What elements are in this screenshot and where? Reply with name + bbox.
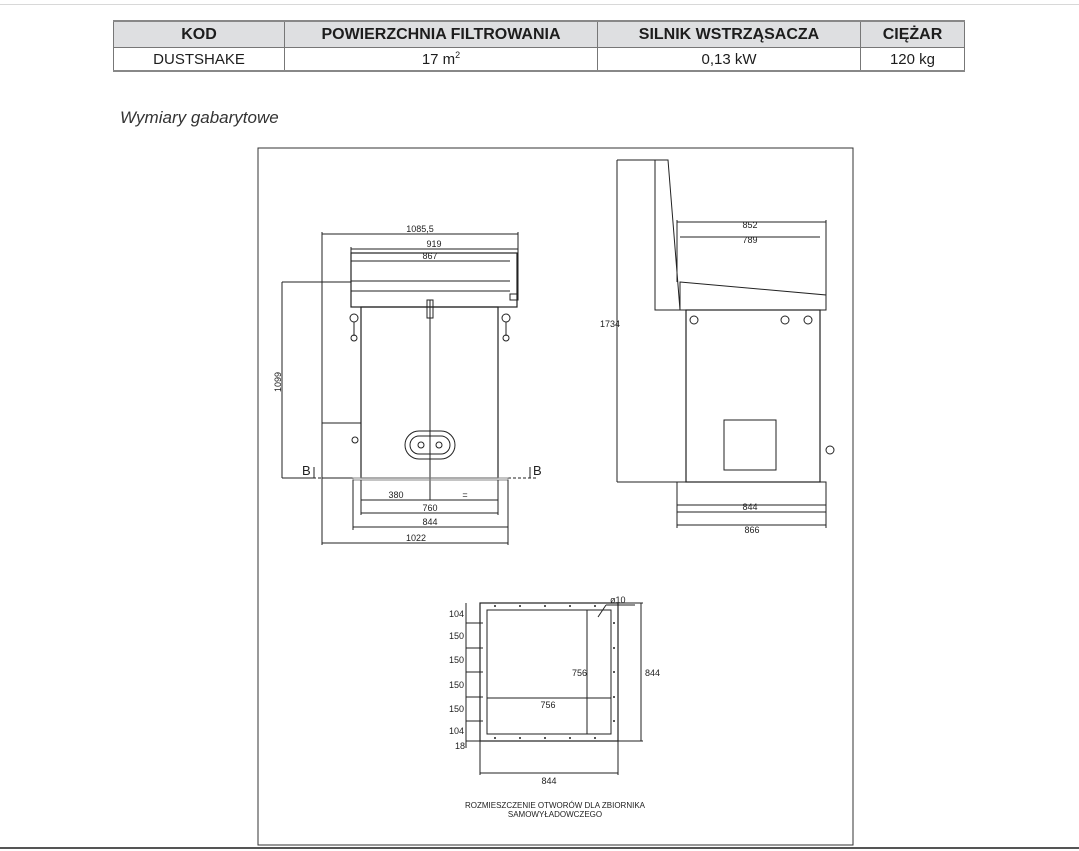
dim-plan-150-3: 150 [449, 680, 464, 690]
dim-front-1022: 1022 [406, 533, 426, 543]
dim-front-844: 844 [422, 517, 437, 527]
dim-plan-18: 18 [455, 741, 465, 751]
dim-plan-inner-height: 756 [572, 668, 587, 678]
plan-view [465, 602, 643, 775]
dim-plan-150-2: 150 [449, 655, 464, 665]
cell-area: 17 m2 [284, 47, 598, 72]
plan-caption-line1: ROZMIESZCZENIE OTWORÓW DLA ZBIORNIKA [465, 801, 646, 810]
cell-motor: 0,13 kW [597, 47, 861, 72]
dim-side-789: 789 [742, 235, 757, 245]
table-header-row: KOD POWIERZCHNIA FILTROWANIA SILNIK WSTR… [113, 20, 965, 48]
dim-side-852: 852 [742, 220, 757, 230]
dim-front-width-total: 1085,5 [406, 224, 434, 234]
dim-front-867: 867 [422, 251, 437, 261]
dim-plan-150-1: 150 [449, 631, 464, 641]
table-row: DUSTSHAKE 17 m2 0,13 kW 120 kg [113, 47, 965, 72]
side-view [616, 159, 835, 528]
header-area: POWIERZCHNIA FILTROWANIA [284, 20, 598, 48]
spec-table: KOD POWIERZCHNIA FILTROWANIA SILNIK WSTR… [113, 20, 965, 72]
area-value: 17 m [421, 51, 456, 68]
dim-front-height: 1099 [273, 372, 283, 392]
drawing-frame [257, 147, 854, 846]
area-unit-exponent: 2 [455, 50, 461, 60]
dim-plan-inner-width: 756 [540, 700, 555, 710]
dim-plan-150-4: 150 [449, 704, 464, 714]
dim-hole-diameter: ø10 [610, 595, 626, 605]
top-divider [0, 4, 1079, 5]
cell-kod: DUSTSHAKE [113, 47, 285, 72]
dim-plan-104-top: 104 [449, 609, 464, 619]
dim-side-844: 844 [742, 502, 757, 512]
header-kod: KOD [113, 20, 285, 48]
dim-plan-outer-width: 844 [541, 776, 556, 786]
dim-plan-outer-height: 844 [645, 668, 660, 678]
dim-front-919: 919 [426, 239, 441, 249]
dim-front-380: 380 [388, 490, 403, 500]
section-mark-left: B [302, 463, 311, 478]
plan-holes [494, 605, 615, 739]
dim-side-height: 1734 [600, 319, 620, 329]
cell-weight: 120 kg [860, 47, 965, 72]
dim-plan-104-bottom: 104 [449, 726, 464, 736]
header-motor: SILNIK WSTRZĄSACZA [597, 20, 861, 48]
header-weight: CIĘŻAR [860, 20, 965, 48]
front-view [281, 232, 538, 545]
dim-side-866: 866 [744, 525, 759, 535]
dim-front-equal: = [462, 490, 467, 500]
section-mark-right: B [533, 463, 542, 478]
dim-front-760: 760 [422, 503, 437, 513]
section-title: Wymiary gabarytowe [120, 108, 279, 127]
plan-caption-line2: SAMOWYŁADOWCZEGO [508, 810, 602, 819]
bottom-divider [0, 847, 1079, 849]
